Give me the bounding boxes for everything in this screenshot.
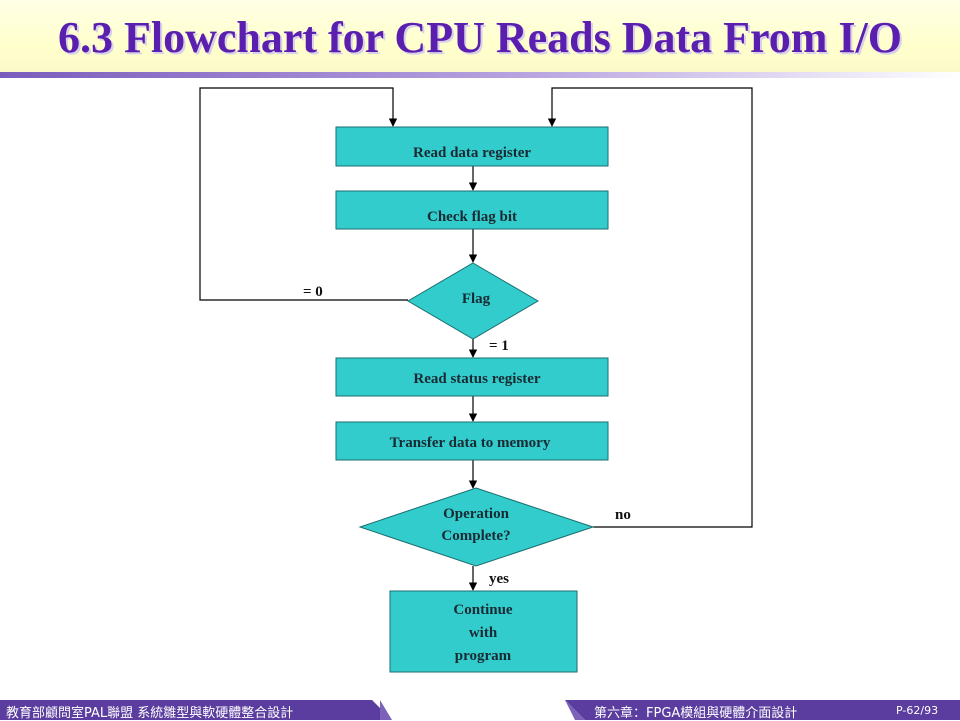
connectors [199, 87, 753, 591]
node-flag-decision: Flag [407, 262, 539, 340]
node-read-data-register: Read data register [335, 126, 609, 167]
footer-chapter: 第六章：FPGA模組與硬體介面設計 [594, 706, 798, 721]
node-continue-line2: with [469, 625, 498, 641]
slide-title: 6.3 Flowchart for CPU Reads Data From I/… [57, 13, 903, 62]
node-read-status-label: Read status register [413, 371, 541, 387]
flowchart: Read data register Check flag bit Flag R… [199, 87, 753, 673]
node-transfer-data: Transfer data to memory [335, 421, 609, 461]
node-operation-complete: Operation Complete? [358, 487, 595, 567]
footer-bar: 教育部顧問室PAL聯盟 系統雛型與軟硬體整合設計 第六章：FPGA模組與硬體介面… [0, 700, 960, 721]
footer-page: P-62/93 [896, 704, 939, 717]
node-op-label-line1: Operation [443, 506, 509, 522]
node-continue-line1: Continue [453, 602, 513, 618]
node-check-flag-label: Check flag bit [427, 209, 517, 225]
node-read-status-register: Read status register [335, 357, 609, 397]
label-flag-one: = 1 [489, 338, 509, 354]
node-read-data-label: Read data register [413, 145, 531, 161]
label-no: no [615, 507, 631, 523]
node-flag-label: Flag [462, 291, 491, 307]
title-rule [0, 72, 960, 78]
footer-shape [0, 700, 960, 720]
node-transfer-label: Transfer data to memory [390, 435, 551, 451]
node-continue-program: Continue with program [389, 590, 578, 673]
node-op-label-line2: Complete? [441, 528, 510, 544]
label-flag-zero: = 0 [303, 284, 323, 300]
loop-flag-zero [199, 87, 408, 301]
loop-op-no [547, 87, 753, 528]
footer-course: 教育部顧問室PAL聯盟 系統雛型與軟硬體整合設計 [6, 706, 294, 721]
label-yes: yes [489, 571, 509, 587]
title-band [0, 0, 960, 78]
node-continue-line3: program [455, 648, 512, 664]
node-check-flag-bit: Check flag bit [335, 190, 609, 230]
